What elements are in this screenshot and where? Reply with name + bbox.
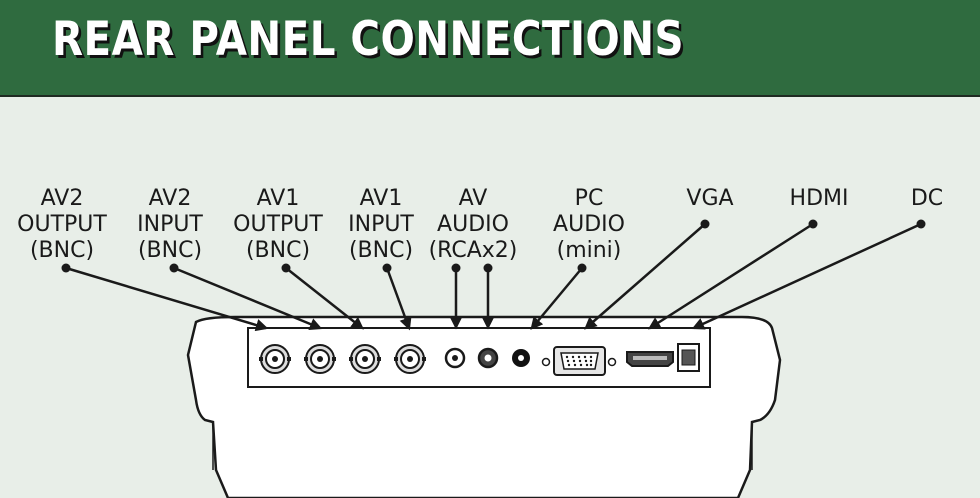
rca-jack-red <box>477 347 499 369</box>
label-line: AUDIO <box>553 212 625 237</box>
leader-dot <box>808 219 818 229</box>
label-line: AUDIO <box>437 212 509 237</box>
label-av2-output: AV2 OUTPUT (BNC) <box>17 186 107 264</box>
leader-dot <box>169 263 179 273</box>
leader-dc <box>691 222 922 330</box>
label-line: INPUT <box>137 212 203 237</box>
label-line: (BNC) <box>245 238 311 263</box>
dc-power-jack <box>677 343 700 372</box>
label-av2-input: AV2 INPUT (BNC) <box>137 186 203 264</box>
label-hdmi: HDMI <box>790 186 849 212</box>
label-line: (BNC) <box>29 238 95 263</box>
leader-dot <box>61 263 71 273</box>
mini-jack-pc-audio <box>512 349 530 367</box>
leader-dot <box>916 219 926 229</box>
leader-av1-input <box>385 267 412 331</box>
device-inner-edge <box>212 422 753 470</box>
label-line: AV1 <box>256 186 300 211</box>
leader-dot <box>483 263 493 273</box>
leader-hdmi <box>647 222 814 330</box>
bnc-connector-av1-output <box>349 344 381 374</box>
label-line: AV2 <box>40 186 84 211</box>
label-line: AV2 <box>148 186 192 211</box>
bnc-connector-av2-output <box>259 344 291 374</box>
label-line: AV <box>458 186 488 211</box>
leader-vga <box>584 223 706 330</box>
label-line: (mini) <box>556 238 622 263</box>
label-line: VGA <box>686 186 734 211</box>
bnc-connector-av2-input <box>304 344 336 374</box>
page-title: REAR PANEL CONNECTIONS <box>52 12 685 67</box>
title-banner: REAR PANEL CONNECTIONS <box>0 0 980 97</box>
rca-jack-white <box>444 347 466 369</box>
label-line: PC <box>574 186 604 211</box>
vga-port <box>541 346 617 376</box>
leader-av2-output <box>65 266 269 332</box>
label-line: OUTPUT <box>233 212 323 237</box>
label-line: AV1 <box>359 186 403 211</box>
label-line: DC <box>910 186 944 211</box>
label-line: INPUT <box>348 212 414 237</box>
leader-dot <box>577 263 587 273</box>
label-line: OUTPUT <box>17 212 107 237</box>
label-line: HDMI <box>789 186 849 211</box>
label-line: (BNC) <box>348 238 414 263</box>
label-av-audio: AV AUDIO (RCAx2) <box>429 186 518 264</box>
hdmi-port <box>626 351 674 367</box>
label-vga: VGA <box>686 186 733 212</box>
leader-dot <box>281 263 291 273</box>
leader-dot <box>700 219 710 229</box>
bnc-connector-av1-input <box>394 344 426 374</box>
label-line: (RCAx2) <box>428 238 518 263</box>
leader-av1-output <box>285 267 364 330</box>
label-dc: DC <box>911 186 943 212</box>
leader-av2-input <box>173 266 323 330</box>
label-line: (BNC) <box>137 238 203 263</box>
label-pc-audio: PC AUDIO (mini) <box>553 186 625 264</box>
leader-pc-audio <box>530 267 583 330</box>
leader-dot <box>382 263 392 273</box>
label-av1-input: AV1 INPUT (BNC) <box>348 186 414 264</box>
label-av1-output: AV1 OUTPUT (BNC) <box>233 186 323 264</box>
leader-dot <box>451 263 461 273</box>
